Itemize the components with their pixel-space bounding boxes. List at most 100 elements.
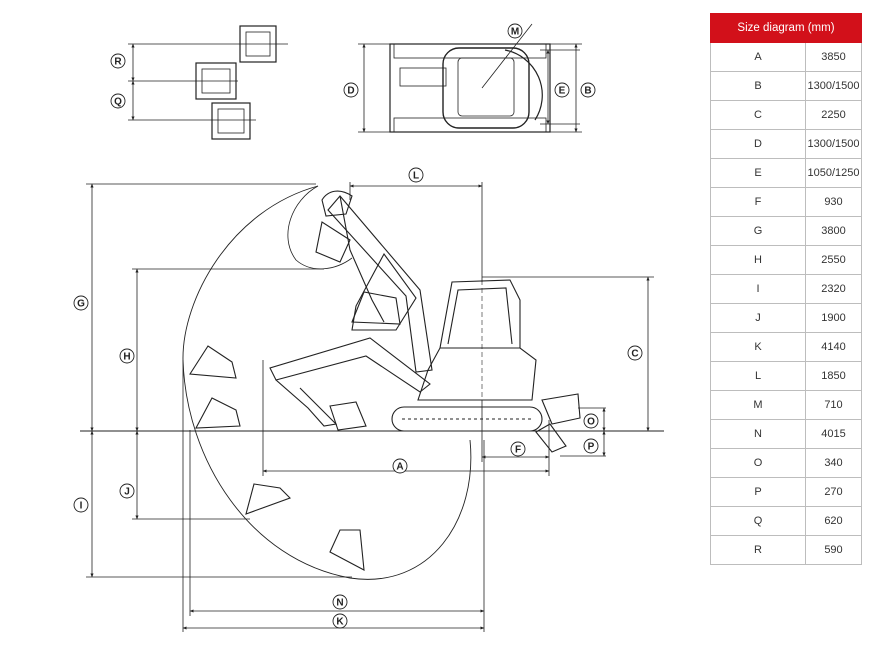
label-C: C <box>627 345 643 361</box>
dimension-key: E <box>710 158 806 188</box>
label-N: N <box>332 594 348 610</box>
excavator-side-view <box>269 190 581 432</box>
label-M: M <box>507 23 523 39</box>
dimension-value: 2250 <box>805 100 862 130</box>
label-L-text: L <box>413 171 419 182</box>
dimension-key: M <box>710 390 806 420</box>
label-O-text: O <box>587 417 595 428</box>
label-P: P <box>583 438 599 454</box>
dimension-value: 4140 <box>805 332 862 362</box>
dimension-value: 270 <box>805 477 862 507</box>
dimension-key: O <box>710 448 806 478</box>
label-L: L <box>408 167 424 183</box>
dimension-key: J <box>710 303 806 333</box>
dimension-labels: R Q D M E B L G H C O P F A J I N K <box>73 23 643 629</box>
dimension-value: 340 <box>805 448 862 478</box>
boom-offset-views <box>128 25 288 140</box>
dimension-value: 4015 <box>805 419 862 449</box>
label-C-text: C <box>631 349 638 360</box>
label-I: I <box>73 497 89 513</box>
label-D: D <box>343 82 359 98</box>
dimension-key: Q <box>710 506 806 536</box>
dimension-value: 3850 <box>805 42 862 72</box>
label-I-text: I <box>80 501 83 512</box>
dimension-value: 1300/1500 <box>805 71 862 101</box>
label-K: K <box>332 613 348 629</box>
label-R: R <box>110 53 126 69</box>
label-G-text: G <box>77 299 85 310</box>
label-H: H <box>119 348 135 364</box>
dimension-key: B <box>710 71 806 101</box>
table-header-row: Size diagram (mm) <box>710 13 862 43</box>
label-K-text: K <box>336 617 344 628</box>
label-J-text: J <box>124 487 130 498</box>
dimension-value: 710 <box>805 390 862 420</box>
label-H-text: H <box>123 352 130 363</box>
label-N-text: N <box>336 598 343 609</box>
label-G: G <box>73 295 89 311</box>
dimension-key: H <box>710 245 806 275</box>
dimension-value: 2550 <box>805 245 862 275</box>
bucket-positions <box>189 291 567 571</box>
dimension-value: 1850 <box>805 361 862 391</box>
dimension-key: R <box>710 535 806 565</box>
dimension-key: F <box>710 187 806 217</box>
dimension-value: 1300/1500 <box>805 129 862 159</box>
dimension-value: 620 <box>805 506 862 536</box>
dimension-value: 590 <box>805 535 862 565</box>
dimension-value: 1050/1250 <box>805 158 862 188</box>
dimension-key: K <box>710 332 806 362</box>
dimension-key: N <box>710 419 806 449</box>
dimension-value: 1900 <box>805 303 862 333</box>
label-Q: Q <box>110 93 126 109</box>
dimension-key: C <box>710 100 806 130</box>
dimension-value: 3800 <box>805 216 862 246</box>
table-header: Size diagram (mm) <box>710 13 862 43</box>
label-B-text: B <box>584 86 591 97</box>
dimension-key: I <box>710 274 806 304</box>
label-Q-text: Q <box>114 97 122 108</box>
dimension-value: 2320 <box>805 274 862 304</box>
label-P-text: P <box>588 442 595 453</box>
dimension-key: A <box>710 42 806 72</box>
label-F-text: F <box>515 445 521 456</box>
dimension-lines <box>86 182 654 632</box>
dimension-key: L <box>710 361 806 391</box>
dimension-value: 930 <box>805 187 862 217</box>
dimension-key: D <box>710 129 806 159</box>
label-B: B <box>580 82 596 98</box>
label-J: J <box>119 483 135 499</box>
label-E: E <box>554 82 570 98</box>
label-A-text: A <box>396 462 403 473</box>
label-A: A <box>392 458 408 474</box>
dimension-key: G <box>710 216 806 246</box>
label-F: F <box>510 441 526 457</box>
digging-envelope <box>182 185 472 580</box>
label-M-text: M <box>511 27 519 38</box>
label-R-text: R <box>114 57 122 68</box>
label-D-text: D <box>347 86 354 97</box>
excavator-top-view <box>358 23 582 133</box>
label-O: O <box>583 413 599 429</box>
